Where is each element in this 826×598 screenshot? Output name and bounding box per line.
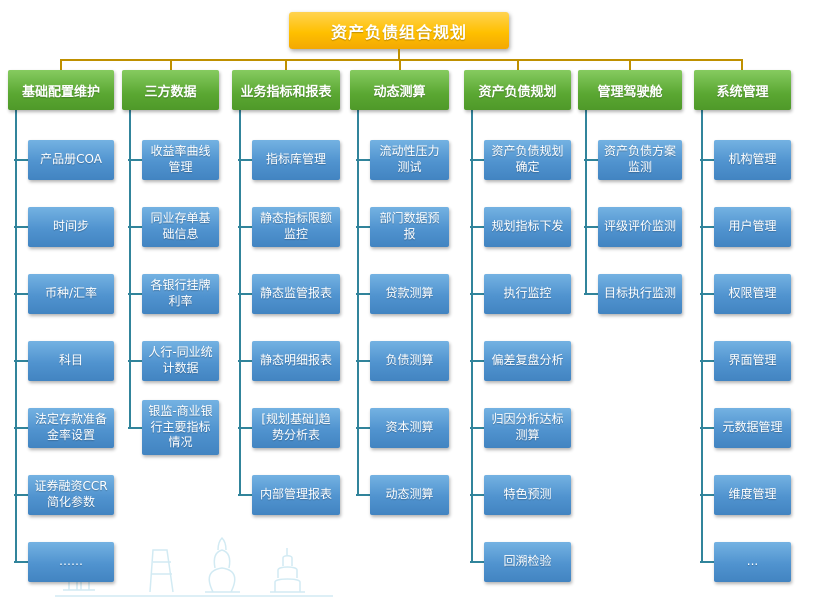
item-node: 规划指标下发 — [484, 206, 571, 247]
item-node: 静态指标限额监控 — [252, 206, 340, 247]
item-node: 维度管理 — [714, 474, 791, 515]
connector-root-stem — [398, 49, 400, 59]
item-node: 偏差复盘分析 — [484, 340, 571, 381]
item-node: 回溯检验 — [484, 541, 571, 582]
connector-drop-3 — [285, 59, 287, 70]
item-node: 流动性压力测试 — [370, 139, 449, 180]
branch-dynamic-calculation: 动态测算 流动性压力测试 部门数据预报 贷款测算 负债测算 资本测算 动态测算 — [350, 70, 449, 528]
branch-connector-line — [357, 110, 359, 494]
connector-top-bus — [61, 59, 743, 61]
item-node: 内部管理报表 — [252, 474, 340, 515]
item-node: 目标执行监测 — [598, 273, 682, 314]
item-node: 人行-同业统计数据 — [142, 340, 219, 381]
branch-system-management: 系统管理 机构管理 用户管理 权限管理 界面管理 元数据管理 维度管理 ... — [694, 70, 791, 595]
item-node: 资产负债方案监测 — [598, 139, 682, 180]
branch-connector-line — [585, 110, 587, 293]
category-node: 基础配置维护 — [8, 70, 114, 110]
category-node: 三方数据 — [122, 70, 219, 110]
item-node: 法定存款准备金率设置 — [28, 407, 114, 448]
category-node: 管理驾驶舱 — [578, 70, 682, 110]
branch-asset-liability-planning: 资产负债规划 资产负债规划确定 规划指标下发 执行监控 偏差复盘分析 归因分析达… — [464, 70, 571, 595]
item-node: 时间步 — [28, 206, 114, 247]
branch-management-cockpit: 管理驾驶舱 资产负债方案监测 评级评价监测 目标执行监测 — [578, 70, 682, 327]
item-node: 负债测算 — [370, 340, 449, 381]
item-node: [规划基础]趋势分析表 — [252, 407, 340, 448]
category-node: 业务指标和报表 — [232, 70, 340, 110]
branch-connector-line — [15, 110, 17, 561]
branch-connector-line — [471, 110, 473, 561]
item-node: 各银行挂牌利率 — [142, 273, 219, 314]
connector-drop-6 — [629, 59, 631, 70]
item-node: 部门数据预报 — [370, 206, 449, 247]
branch-basic-config: 基础配置维护 产品册COA 时间步 币种/汇率 科目 法定存款准备金率设置 证券… — [8, 70, 114, 595]
item-node: 科目 — [28, 340, 114, 381]
skyline-watermark-decoration — [55, 536, 333, 597]
item-node: 特色预测 — [484, 474, 571, 515]
connector-drop-2 — [170, 59, 172, 70]
category-node: 动态测算 — [350, 70, 449, 110]
connector-drop-5 — [517, 59, 519, 70]
item-node: 元数据管理 — [714, 407, 791, 448]
item-node: 币种/汇率 — [28, 273, 114, 314]
item-node: 产品册COA — [28, 139, 114, 180]
item-node: 同业存单基础信息 — [142, 206, 219, 247]
item-node: 权限管理 — [714, 273, 791, 314]
root-node: 资产负债组合规划 — [289, 12, 509, 49]
item-node: …… — [28, 541, 114, 582]
category-node: 系统管理 — [694, 70, 791, 110]
connector-drop-7 — [741, 59, 743, 70]
branch-connector-line — [129, 110, 131, 427]
item-node: 资本测算 — [370, 407, 449, 448]
item-node: 界面管理 — [714, 340, 791, 381]
item-node: 证券融资CCR简化参数 — [28, 474, 114, 515]
item-node: ... — [714, 541, 791, 582]
item-node: 评级评价监测 — [598, 206, 682, 247]
branch-connector-line — [701, 110, 703, 561]
item-node: 动态测算 — [370, 474, 449, 515]
item-node: 机构管理 — [714, 139, 791, 180]
item-node: 指标库管理 — [252, 139, 340, 180]
connector-drop-4 — [399, 59, 401, 70]
item-node: 贷款测算 — [370, 273, 449, 314]
item-node: 静态监管报表 — [252, 273, 340, 314]
item-node: 资产负债规划确定 — [484, 139, 571, 180]
branch-business-indicators-reports: 业务指标和报表 指标库管理 静态指标限额监控 静态监管报表 静态明细报表 [规划… — [232, 70, 340, 528]
item-node: 银监-商业银行主要指标情况 — [142, 400, 219, 455]
item-node: 收益率曲线管理 — [142, 139, 219, 180]
branch-third-party-data: 三方数据 收益率曲线管理 同业存单基础信息 各银行挂牌利率 人行-同业统计数据 … — [122, 70, 219, 461]
item-node: 归因分析达标测算 — [484, 407, 571, 448]
connector-drop-1 — [60, 59, 62, 70]
branch-connector-line — [239, 110, 241, 494]
category-node: 资产负债规划 — [464, 70, 571, 110]
item-node: 执行监控 — [484, 273, 571, 314]
item-node: 静态明细报表 — [252, 340, 340, 381]
item-node: 用户管理 — [714, 206, 791, 247]
